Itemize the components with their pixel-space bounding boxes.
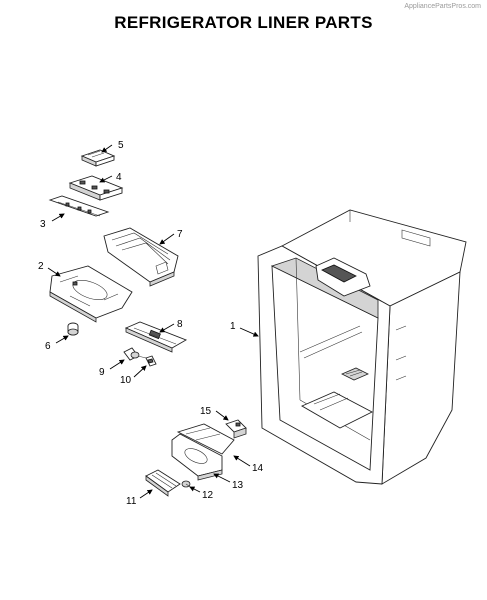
callout-4: 4 xyxy=(116,172,122,183)
part-13[interactable] xyxy=(171,433,223,481)
part-4[interactable] xyxy=(68,175,124,201)
watermark: AppliancePartsPros.com xyxy=(404,3,481,10)
part-14[interactable] xyxy=(176,423,235,455)
leader-lines xyxy=(47,144,259,499)
part-5[interactable] xyxy=(80,149,116,167)
part-3[interactable] xyxy=(48,195,110,217)
callout-10: 10 xyxy=(120,375,132,386)
callout-6: 6 xyxy=(45,341,51,352)
part-2[interactable] xyxy=(49,265,133,323)
callout-1: 1 xyxy=(230,321,236,332)
part-12[interactable] xyxy=(181,480,193,489)
callout-9: 9 xyxy=(99,367,105,378)
callout-11: 11 xyxy=(126,496,137,507)
callout-3: 3 xyxy=(40,219,46,230)
callout-13: 13 xyxy=(232,480,244,491)
callout-12: 12 xyxy=(202,490,214,501)
callout-7: 7 xyxy=(177,229,183,240)
part-8[interactable] xyxy=(124,321,188,353)
callout-14: 14 xyxy=(252,463,264,474)
callout-8: 8 xyxy=(177,319,183,330)
part-7[interactable] xyxy=(103,227,179,287)
callout-labels: 5 4 3 7 2 6 8 9 10 1 15 14 13 12 11 xyxy=(38,140,264,507)
callout-15: 15 xyxy=(200,406,212,417)
part-1-liner[interactable] xyxy=(257,209,467,485)
part-9[interactable] xyxy=(123,347,147,361)
part-6[interactable] xyxy=(67,322,79,336)
part-11[interactable] xyxy=(145,469,181,497)
callout-2: 2 xyxy=(38,261,44,272)
callout-5: 5 xyxy=(118,140,124,151)
part-15[interactable] xyxy=(225,419,247,439)
diagram-title: REFRIGERATOR LINER PARTS xyxy=(114,13,373,32)
part-10[interactable] xyxy=(145,355,157,367)
